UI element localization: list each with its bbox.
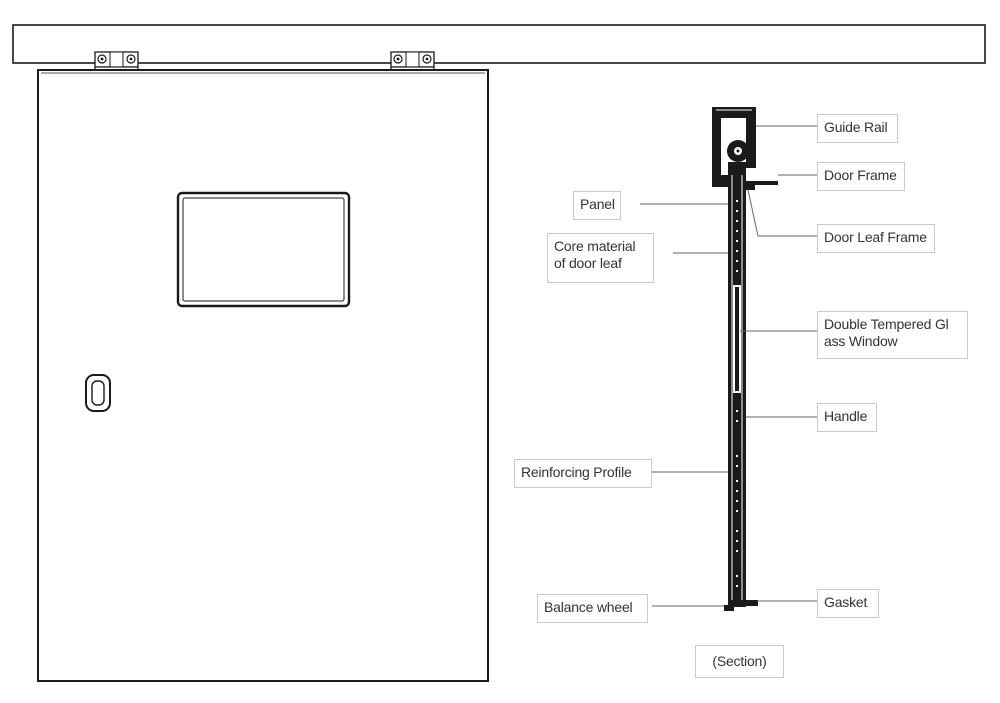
label-door-leaf-frame: Door Leaf Frame [817,224,935,253]
label-balance-wheel: Balance wheel [537,594,648,623]
label-handle: Handle [817,403,877,432]
door-leaf [37,69,489,682]
door-frame-profile [742,181,778,190]
leader-lines [640,125,817,607]
section-drawing [712,107,778,611]
top-track [12,24,986,64]
label-core-material: Core material of door leaf [547,233,654,283]
door-handle [85,374,111,412]
label-reinforcing-profile: Reinforcing Profile [514,459,652,488]
label-double-glass-window: Double Tempered Gl ass Window [817,311,968,359]
label-guide-rail: Guide Rail [817,114,898,143]
label-door-frame: Door Frame [817,162,905,191]
balance-wheel-profile [724,605,734,611]
gasket-profile [728,600,758,606]
vision-window [176,191,351,308]
label-section: (Section) [695,645,784,678]
label-panel: Panel [573,191,621,220]
label-gasket: Gasket [817,589,879,618]
